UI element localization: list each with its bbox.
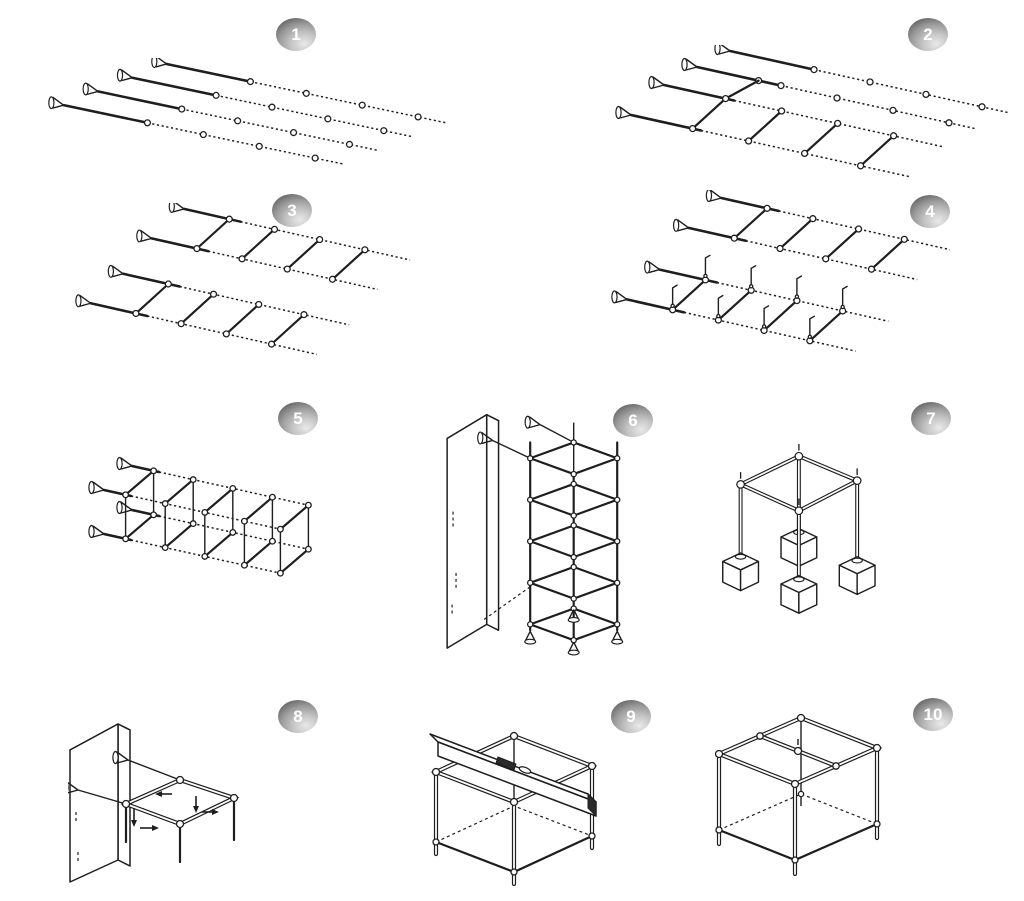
step-7-badge: 7: [911, 402, 951, 435]
step-panel-7: [716, 428, 878, 616]
step-1-badge: 1: [276, 18, 316, 51]
tube-rod: [681, 57, 978, 130]
top-grid: [88, 456, 313, 533]
upper-ladder: [136, 203, 411, 291]
lower-ladder-with-pins: [611, 254, 889, 352]
step-2-badge: 2: [908, 18, 948, 51]
step-panel-4: [610, 190, 955, 379]
step-10-illustration: [715, 713, 883, 876]
step-6-illustration: [446, 414, 624, 656]
cube-frame: [430, 731, 598, 886]
step-4-badge: 4: [910, 195, 950, 228]
step-7-illustration: [722, 443, 876, 614]
step-6-badge: 6: [613, 404, 653, 437]
step-panel-2: [600, 45, 1015, 193]
tube-rod: [151, 58, 447, 124]
step-panel-5: [70, 452, 318, 597]
step-panel-8: [68, 712, 248, 885]
completed-cube-frame: [715, 713, 883, 876]
upper-ladder: [672, 190, 951, 281]
tube-rod: [48, 96, 344, 165]
step-number: 7: [926, 409, 936, 428]
step-panel-3: [75, 203, 415, 375]
step-3-illustration: [75, 203, 411, 356]
step-number: 4: [925, 202, 935, 221]
step-panel-10: [715, 694, 883, 876]
step-number: 1: [291, 25, 301, 44]
front-leg-and-block: [780, 508, 818, 614]
step-panel-1: [45, 58, 448, 168]
bottom-grid: [88, 500, 313, 577]
step-5-badge: 5: [278, 402, 318, 435]
tube-rod: [714, 45, 1011, 114]
stacked-frame-tower: [476, 415, 624, 656]
vertical-posts: [124, 470, 310, 574]
left-block: [722, 552, 760, 592]
lower-ladder: [75, 264, 350, 356]
step-8-badge: 8: [278, 700, 318, 733]
tube-rod: [116, 68, 412, 138]
assembly-arrows: [131, 791, 219, 831]
step-number: 8: [293, 707, 303, 726]
wall-plank: [446, 414, 500, 649]
corner-connectors: [736, 443, 862, 516]
step-number: 3: [287, 201, 297, 220]
step-8-illustration: [68, 723, 240, 883]
step-3-badge: 3: [272, 194, 312, 227]
step-4-illustration: [611, 190, 951, 352]
level-beam: [429, 733, 597, 818]
step-panel-9: [428, 700, 610, 886]
tube-rod: [82, 82, 378, 151]
step-number: 10: [923, 705, 943, 724]
ladder-pair: [615, 75, 945, 178]
step-number: 9: [626, 707, 636, 726]
step-10-badge: 10: [913, 698, 953, 731]
step-number: 2: [923, 25, 933, 44]
step-panel-6: [443, 393, 651, 656]
step-9-illustration: [429, 731, 598, 886]
step-number: 6: [628, 411, 638, 430]
step-5-illustration: [88, 456, 313, 577]
step-1-illustration: [48, 58, 447, 165]
wall-frame: [68, 750, 240, 864]
step-number: 5: [293, 409, 303, 428]
step-9-badge: 9: [611, 700, 651, 733]
right-block: [838, 556, 876, 596]
step-2-illustration: [615, 45, 1011, 178]
